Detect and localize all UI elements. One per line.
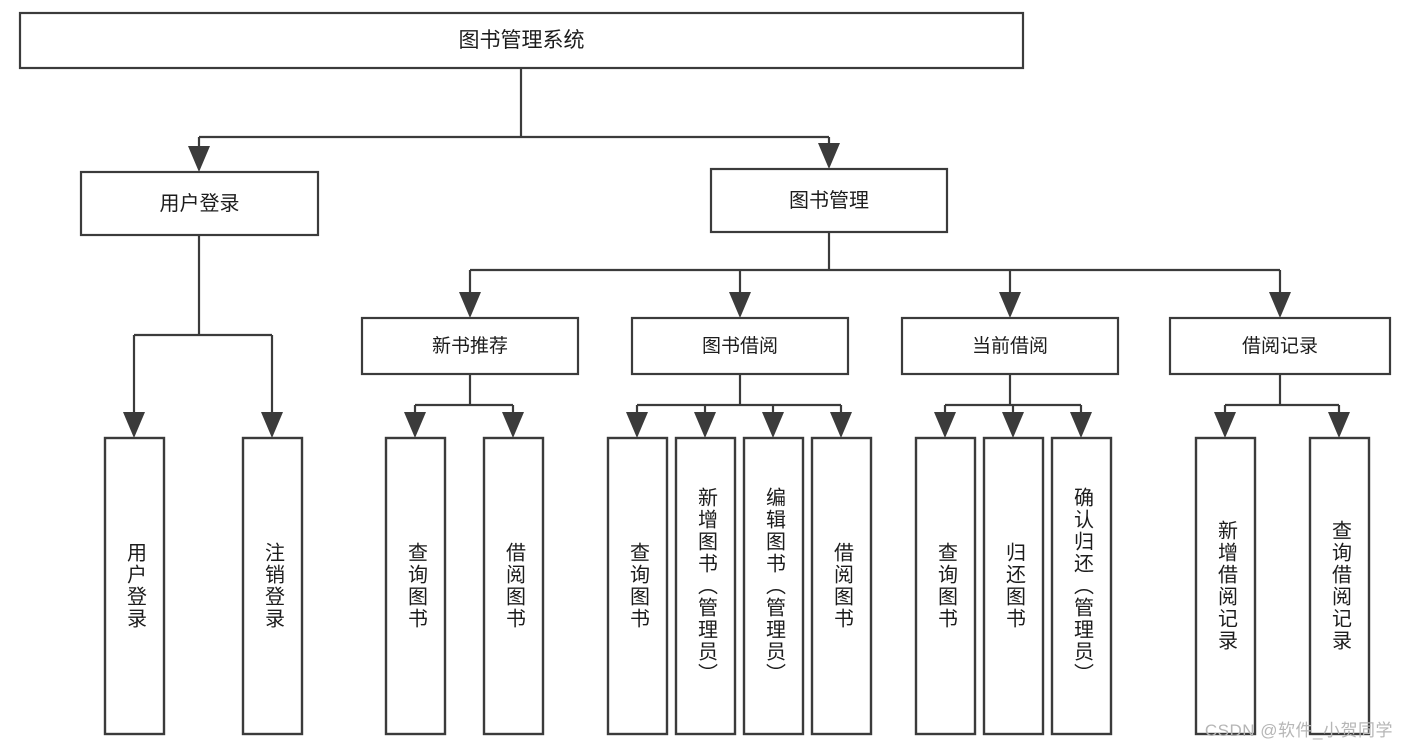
group-1-drop-2-arrowhead — [762, 412, 784, 438]
group-3-drop-0-arrowhead — [1214, 412, 1236, 438]
node-level2-0-rect — [360, 316, 580, 376]
root-drop-0-arrowhead — [188, 146, 210, 172]
node-leaf-9-rect[interactable] — [982, 436, 1045, 736]
login-drop-1-arrowhead — [261, 412, 283, 438]
group-1-drop-3-arrowhead — [830, 412, 852, 438]
node-leaf-4-rect[interactable] — [606, 436, 669, 736]
group-2-drop-1-arrowhead — [1002, 412, 1024, 438]
node-level1-0-label: 用户登录 — [160, 192, 240, 215]
manage-drop-3-arrowhead — [1269, 292, 1291, 318]
group-3-drop-1-arrowhead — [1328, 412, 1350, 438]
node-root[interactable]: 图书管理系统 — [18, 11, 1025, 70]
node-leaf-10-rect[interactable] — [1050, 436, 1113, 736]
node-level2-1-label: 图书借阅 — [702, 335, 778, 357]
group-1-drop-1-arrowhead — [694, 412, 716, 438]
manage-drop-2-arrowhead — [999, 292, 1021, 318]
node-leaf-5-rect[interactable] — [674, 436, 737, 736]
node-level1-0[interactable]: 用户登录 — [79, 170, 320, 237]
root-drop-1-arrowhead — [818, 143, 840, 169]
manage-drop-1-arrowhead — [729, 292, 751, 318]
node-leaf-7-rect[interactable] — [810, 436, 873, 736]
node-level2-3-rect — [1168, 316, 1392, 376]
node-level2-2-rect — [900, 316, 1120, 376]
group-0-drop-0-arrowhead — [404, 412, 426, 438]
node-level2-0-label: 新书推荐 — [432, 335, 508, 357]
group-2-drop-2-arrowhead — [1070, 412, 1092, 438]
node-level2-3-label: 借阅记录 — [1242, 335, 1318, 357]
node-leaf-1-rect[interactable] — [241, 436, 304, 736]
node-level1-1[interactable]: 图书管理 — [709, 167, 949, 234]
node-leaf-6-rect[interactable] — [742, 436, 805, 736]
node-leaf-0-rect[interactable] — [103, 436, 166, 736]
login-drop-0-arrowhead — [123, 412, 145, 438]
node-level2-2[interactable]: 当前借阅 — [900, 316, 1120, 376]
node-level1-1-label: 图书管理 — [789, 189, 869, 212]
node-level2-1[interactable]: 图书借阅 — [630, 316, 850, 376]
node-level1-0-rect — [79, 170, 320, 237]
connector-layer — [123, 68, 1350, 438]
node-leaf-2-rect[interactable] — [384, 436, 447, 736]
node-level2-1-rect — [630, 316, 850, 376]
node-leaf-8-rect[interactable] — [914, 436, 977, 736]
node-leaf-3-rect[interactable] — [482, 436, 545, 736]
node-level2-2-label: 当前借阅 — [972, 335, 1048, 357]
manage-drop-0-arrowhead — [459, 292, 481, 318]
group-0-drop-1-arrowhead — [502, 412, 524, 438]
node-level1-1-rect — [709, 167, 949, 234]
node-root-label: 图书管理系统 — [459, 29, 585, 52]
group-1-drop-0-arrowhead — [626, 412, 648, 438]
node-leaf-12-rect[interactable] — [1308, 436, 1371, 736]
node-root-rect — [18, 11, 1025, 70]
group-2-drop-0-arrowhead — [934, 412, 956, 438]
node-level2-3[interactable]: 借阅记录 — [1168, 316, 1392, 376]
watermark-text: CSDN @软件_小贺同学 — [1204, 721, 1393, 740]
node-leaf-11-rect[interactable] — [1194, 436, 1257, 736]
node-level2-0[interactable]: 新书推荐 — [360, 316, 580, 376]
